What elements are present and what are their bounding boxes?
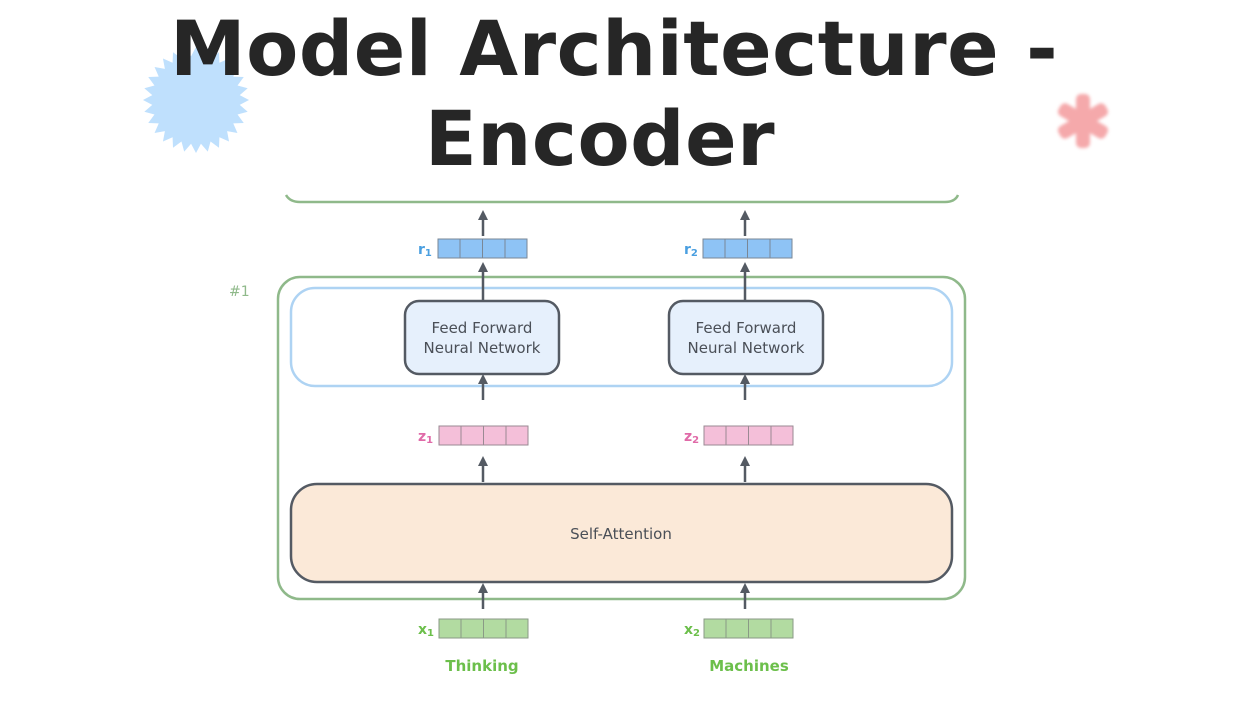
- vector-r2-label: r2: [684, 242, 698, 259]
- feed-forward-label-line-2: Neural Network: [424, 339, 541, 357]
- previous-encoder-box-edge: [284, 194, 960, 204]
- feed-forward-label-line-1: Feed Forward: [432, 319, 533, 337]
- asterisk-icon: [1057, 94, 1109, 148]
- vector-r2: [702, 238, 793, 259]
- input-word-machines: Machines: [709, 657, 789, 675]
- vector-x2: [703, 618, 794, 639]
- starburst-icon: [143, 47, 249, 153]
- vector-z1: [438, 425, 529, 446]
- feed-forward-label-line-1: Feed Forward: [696, 319, 797, 337]
- vector-x1: [438, 618, 529, 639]
- vector-z1-label: z1: [418, 429, 433, 446]
- asterisk-shape: [1057, 94, 1109, 148]
- feed-forward-label-line-2: Neural Network: [688, 339, 805, 357]
- encoder-layer-label: #1: [229, 284, 250, 300]
- vector-x1-label: x1: [418, 622, 434, 639]
- vector-z2-label: z2: [684, 429, 699, 446]
- self-attention-box: Self-Attention: [289, 482, 954, 584]
- vector-r1-label: r1: [418, 242, 432, 259]
- page-title: Model Architecture - Encoder: [170, 4, 1059, 184]
- input-word-thinking: Thinking: [445, 657, 518, 675]
- encoder-layer-box: [276, 275, 967, 601]
- starburst-shape: [143, 47, 249, 153]
- feed-forward-box-1: Feed Forward Neural Network: [403, 299, 561, 376]
- page-title-line-1: Model Architecture -: [170, 4, 1059, 93]
- vector-x2-label: x2: [684, 622, 700, 639]
- page-title-line-2: Encoder: [424, 94, 776, 183]
- feed-forward-box-2: Feed Forward Neural Network: [667, 299, 825, 376]
- self-attention-label: Self-Attention: [570, 525, 672, 543]
- vector-z2: [703, 425, 794, 446]
- feed-forward-container: [289, 286, 954, 388]
- vector-r1: [437, 238, 528, 259]
